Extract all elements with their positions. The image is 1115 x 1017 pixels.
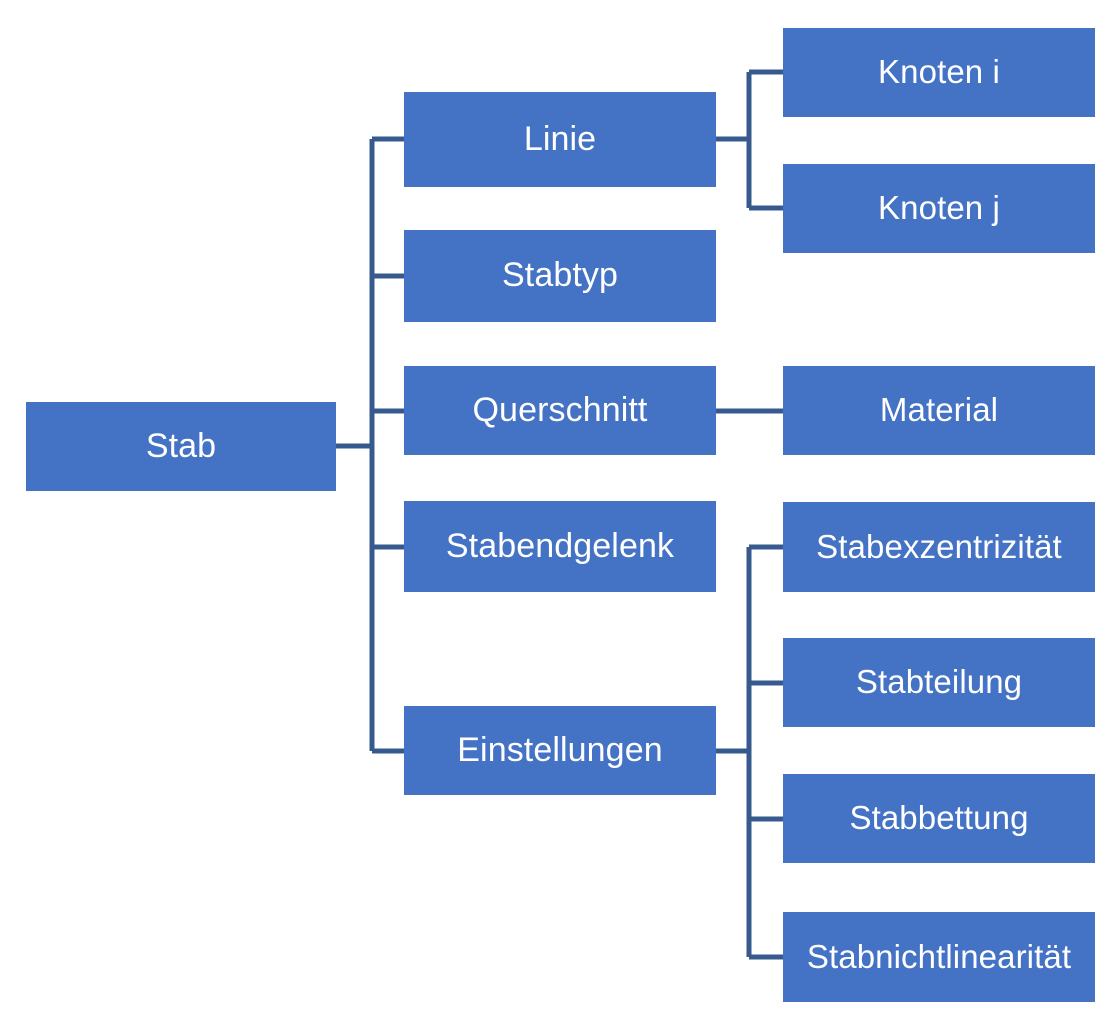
node-stabbettung[interactable]: Stabbettung bbox=[783, 774, 1095, 863]
node-stabendgelenk[interactable]: Stabendgelenk bbox=[404, 501, 716, 592]
node-knoten-j[interactable]: Knoten j bbox=[783, 164, 1095, 253]
node-stabteilung[interactable]: Stabteilung bbox=[783, 638, 1095, 727]
node-querschnitt[interactable]: Querschnitt bbox=[404, 366, 716, 455]
node-linie[interactable]: Linie bbox=[404, 92, 716, 187]
node-stab[interactable]: Stab bbox=[26, 402, 336, 491]
node-stabtyp[interactable]: Stabtyp bbox=[404, 230, 716, 322]
node-stabnichtlinearitaet[interactable]: Stabnichtlinearität bbox=[783, 912, 1095, 1002]
node-stabexzentrizitaet[interactable]: Stabexzentrizität bbox=[783, 502, 1095, 592]
node-material[interactable]: Material bbox=[783, 366, 1095, 455]
node-knoten-i[interactable]: Knoten i bbox=[783, 28, 1095, 117]
node-einstellungen[interactable]: Einstellungen bbox=[404, 706, 716, 795]
